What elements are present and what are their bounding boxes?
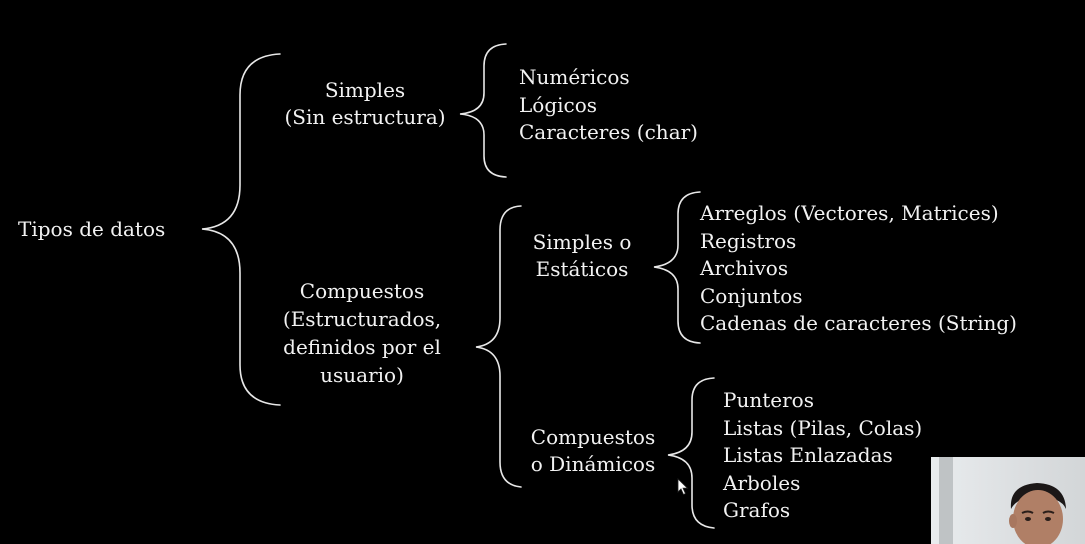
node-dinamicos-line: Compuestos	[530, 425, 656, 449]
webcam-overlay	[931, 457, 1085, 544]
brace-simples	[459, 43, 507, 178]
list-item: Conjuntos	[700, 283, 803, 308]
node-compuestos: Compuestos (Estructurados, definidos por…	[270, 277, 454, 389]
node-simples-line: (Sin estructura)	[284, 105, 446, 129]
node-dinamicos: Compuestos o Dinámicos	[518, 424, 668, 478]
node-estaticos: Simples o Estáticos	[520, 229, 644, 283]
node-compuestos-line: Compuestos	[299, 279, 425, 303]
node-compuestos-line: usuario)	[320, 363, 404, 387]
list-item: Arreglos (Vectores, Matrices)	[700, 201, 999, 225]
node-estaticos-line: Estáticos	[535, 257, 629, 281]
brace-compuestos	[475, 205, 522, 488]
brace-estaticos	[653, 191, 701, 344]
brace-dinamicos	[667, 377, 715, 529]
list-item: Grafos	[723, 498, 791, 522]
node-simples-line: Simples	[324, 78, 406, 102]
list-estaticos: Arreglos (Vectores, Matrices) Registros …	[700, 200, 1017, 338]
mouse-pointer-icon	[677, 478, 689, 496]
node-simples: Simples (Sin estructura)	[282, 77, 448, 131]
list-dinamicos: Punteros Listas (Pilas, Colas) Listas En…	[723, 387, 922, 525]
list-item: Registros	[700, 228, 797, 253]
node-compuestos-line: (Estructurados,	[282, 307, 442, 331]
root-label: Tipos de datos	[18, 217, 166, 241]
list-item: Caracteres (char)	[519, 120, 698, 144]
brace-tipos-de-datos	[201, 53, 281, 406]
presenter-avatar	[1009, 483, 1066, 544]
node-compuestos-line: definidos por el	[283, 335, 441, 359]
node-dinamicos-line: o Dinámicos	[530, 452, 656, 476]
list-item: Numéricos	[519, 65, 630, 89]
webcam-frame-edge	[939, 457, 953, 544]
list-item: Lógicos	[519, 92, 598, 117]
list-item: Cadenas de caracteres (String)	[700, 311, 1017, 335]
list-item: Listas Enlazadas	[723, 443, 893, 467]
list-item: Listas (Pilas, Colas)	[723, 415, 923, 440]
list-item: Archivos	[700, 256, 789, 280]
list-simples: Numéricos Lógicos Caracteres (char)	[519, 64, 698, 147]
node-estaticos-line: Simples o	[532, 230, 632, 254]
list-item: Punteros	[723, 388, 814, 412]
list-item: Arboles	[723, 470, 801, 495]
